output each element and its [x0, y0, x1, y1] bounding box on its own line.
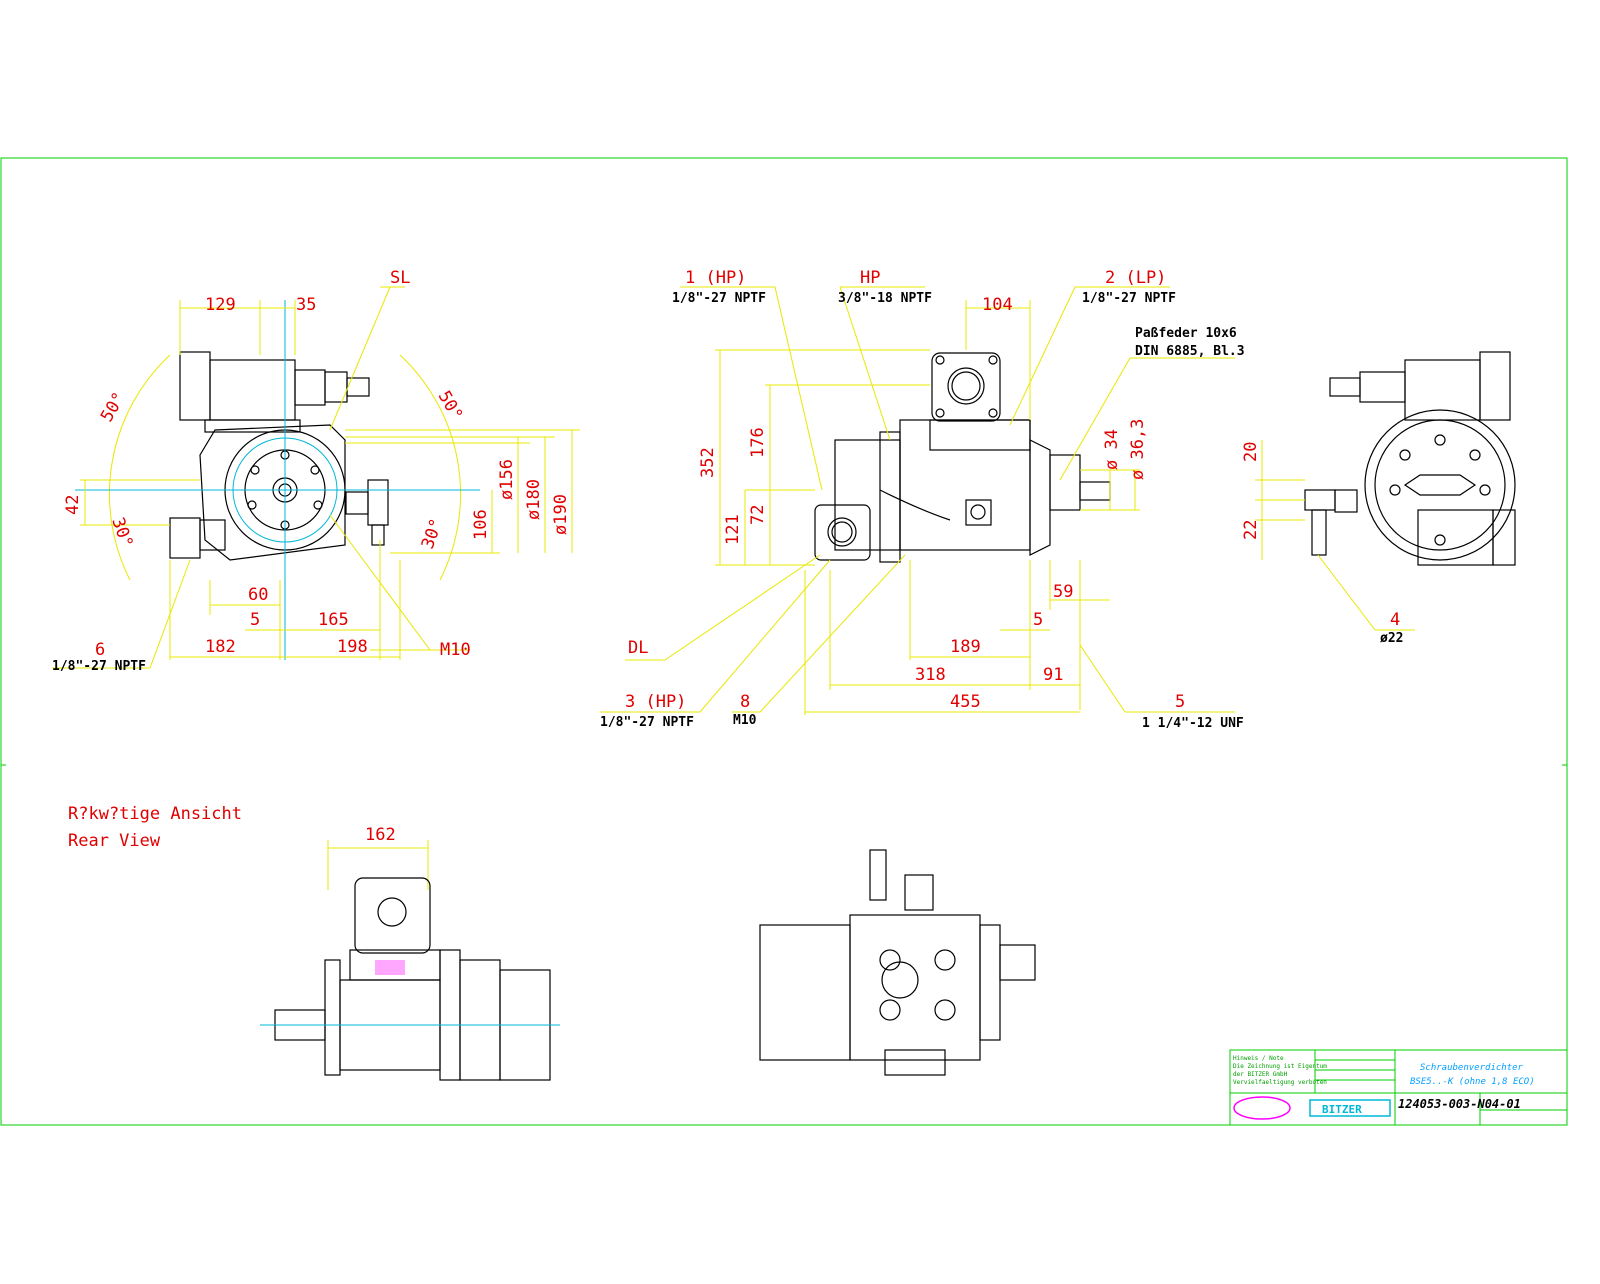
title-block: Hinweis / Note Die Zeichnung ist Eigentu…: [1229, 1049, 1568, 1126]
dim-182: 182: [205, 637, 236, 657]
port-3-label: 3 (HP): [625, 692, 686, 712]
key-note-line-2: DIN 6885, Bl.3: [1135, 344, 1245, 359]
dim-dia-156: ø156: [497, 459, 517, 500]
drawing-number: 124053-003-N04-01: [1398, 1097, 1521, 1111]
port-4-spec: ø22: [1380, 631, 1403, 646]
drawing-frame: [0, 157, 1568, 1126]
dim-dia-34: ø 34: [1102, 429, 1122, 470]
dim-104: 104: [982, 295, 1013, 315]
key-note-line-1: Paßfeder 10x6: [1135, 326, 1237, 341]
label-port-6-spec: 1/8"-27 NPTF: [52, 659, 146, 674]
svg-text:Die Zeichnung ist Eigentum: Die Zeichnung ist Eigentum: [1233, 1063, 1327, 1070]
svg-text:Vervielfaeltigung verboten: Vervielfaeltigung verboten: [1233, 1079, 1327, 1086]
dim-72: 72: [748, 505, 768, 525]
dim-20: 20: [1241, 442, 1261, 462]
dim-129: 129: [205, 295, 236, 315]
dim-176: 176: [748, 427, 768, 458]
dim-162: 162: [365, 825, 396, 845]
port-5-spec: 1 1/4"-12 UNF: [1142, 716, 1244, 731]
dim-35: 35: [296, 295, 316, 315]
logo-text: BITZER: [1322, 1103, 1362, 1116]
port-3-spec: 1/8"-27 NPTF: [600, 715, 694, 730]
dim-91: 91: [1043, 665, 1063, 685]
port-1-label: 1 (HP): [685, 268, 746, 288]
description-line-2: BSE5..-K (ohne 1,8 ECO): [1410, 1077, 1535, 1087]
side-view-labels: 1 (HP) 1/8"-27 NPTF HP 3/8"-18 NPTF 2 (L…: [600, 268, 1245, 731]
angle-30-left: 30°: [107, 515, 136, 551]
dim-60: 60: [248, 585, 268, 605]
angle-30-right: 30°: [418, 516, 447, 552]
dim-22: 22: [1241, 520, 1261, 540]
dim-5-side: 5: [1033, 610, 1043, 630]
port-dl-label: DL: [628, 638, 648, 658]
dim-dia-180: ø180: [524, 479, 544, 520]
port-1-spec: 1/8"-27 NPTF: [672, 291, 766, 306]
dim-dia-190: ø190: [551, 494, 571, 535]
dim-dia-36-3: ø 36,3: [1128, 419, 1148, 480]
dim-106: 106: [471, 509, 491, 540]
dim-42: 42: [63, 495, 83, 515]
right-view: [1255, 351, 1516, 631]
bottom-view-labels: R?kw?tige Ansicht Rear View 162: [68, 804, 396, 851]
port-hp-label: HP: [860, 268, 880, 288]
dim-352: 352: [698, 447, 718, 478]
port-hp-spec: 3/8"-18 NPTF: [838, 291, 932, 306]
dim-198: 198: [337, 637, 368, 657]
dim-318: 318: [915, 665, 946, 685]
title-block-labels: Schraubenverdichter BSE5..-K (ohne 1,8 E…: [1322, 1063, 1535, 1116]
dim-455: 455: [950, 692, 981, 712]
front-view: [52, 286, 580, 669]
bottom-center-view: [759, 849, 1036, 1076]
label-m10: M10: [440, 640, 471, 660]
bottom-left-view: [260, 840, 560, 1081]
rear-view-title-de: R?kw?tige Ansicht: [68, 804, 242, 824]
port-2-spec: 1/8"-27 NPTF: [1082, 291, 1176, 306]
svg-text:der BITZER GmbH: der BITZER GmbH: [1233, 1071, 1288, 1078]
label-sl: SL: [390, 268, 410, 288]
rear-view-title-en: Rear View: [68, 831, 161, 851]
port-4-label: 4: [1390, 610, 1400, 630]
dim-5-front: 5: [250, 610, 260, 630]
port-8-label: 8: [740, 692, 750, 712]
right-view-labels: 20 22 4 ø22: [1241, 442, 1403, 646]
side-view: [600, 286, 1235, 715]
port-2-label: 2 (LP): [1105, 268, 1166, 288]
dim-165: 165: [318, 610, 349, 630]
dim-59: 59: [1053, 582, 1073, 602]
port-8-spec: M10: [733, 713, 757, 728]
description-line-1: Schraubenverdichter: [1420, 1063, 1524, 1073]
dim-121: 121: [723, 514, 743, 545]
port-5-label: 5: [1175, 692, 1185, 712]
label-port-6: 6: [95, 640, 105, 660]
angle-50-right: 50°: [434, 388, 467, 425]
svg-text:Hinweis / Note: Hinweis / Note: [1233, 1055, 1284, 1062]
dim-189: 189: [950, 637, 981, 657]
